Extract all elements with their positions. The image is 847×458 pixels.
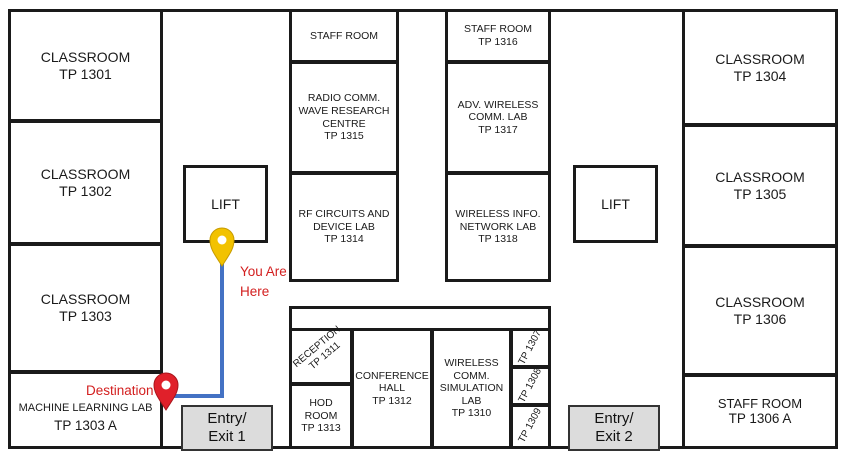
room-name: DEVICE LAB — [313, 220, 375, 233]
room-name: STAFF ROOM — [717, 395, 803, 411]
hod-room-tp1313: HOD ROOM TP 1313 — [289, 383, 353, 449]
room-tp1308 — [510, 366, 551, 406]
wireless-info-lab-tp1318: WIRELESS INFO. NETWORK LAB TP 1318 — [445, 172, 551, 282]
room-name: COMM. — [453, 369, 490, 382]
entry-exit-2: Entry/ Exit 2 — [568, 405, 660, 451]
room-number: TP 1313 — [301, 422, 341, 435]
room-name: NETWORK LAB — [459, 220, 537, 233]
room-number: TP 1314 — [324, 233, 364, 246]
staff-room-tp1316: STAFF ROOM TP 1316 — [445, 9, 551, 63]
route-path — [171, 262, 224, 398]
staff-room-tp1306a: STAFF ROOM TP 1306 A — [682, 374, 838, 449]
you-are-here-pin-icon — [209, 227, 235, 267]
room-name: CENTRE — [322, 117, 366, 130]
classroom-tp1303: CLASSROOM TP 1303 — [8, 243, 163, 373]
room-name: CLASSROOM — [40, 291, 131, 308]
classroom-tp1306: CLASSROOM TP 1306 — [682, 245, 838, 376]
room-name: ADV. WIRELESS — [457, 98, 539, 111]
machine-learning-lab-tp1303a: MACHINE LEARNING LAB TP 1303 A — [8, 371, 163, 449]
room-name: HOD — [309, 397, 333, 410]
room-number: TP 1317 — [478, 123, 518, 136]
room-number: TP 1301 — [59, 65, 112, 82]
room-name: RF CIRCUITS AND — [298, 208, 390, 221]
conference-hall-tp1312: CONFERENCE HALL TP 1312 — [351, 328, 433, 449]
room-name: HALL — [378, 382, 406, 395]
room-number: TP 1303 A — [54, 418, 117, 433]
exit-label: Entry/ — [207, 410, 247, 427]
room-number: TP 1310 — [451, 407, 492, 420]
lift-right: LIFT — [573, 165, 658, 243]
exit-name: Exit 2 — [595, 428, 633, 445]
exit-label: Entry/ — [594, 410, 634, 427]
room-name: CLASSROOM — [715, 168, 805, 185]
room-tp1309 — [510, 404, 551, 449]
destination-text: Destination — [86, 383, 154, 398]
room-number: TP 1306 A — [728, 411, 792, 427]
rf-circuits-lab-tp1314: RF CIRCUITS AND DEVICE LAB TP 1314 — [289, 172, 399, 282]
room-name: ROOM — [304, 409, 338, 422]
radio-comm-tp1315: RADIO COMM. WAVE RESEARCH CENTRE TP 1315 — [289, 61, 399, 174]
you-are-here-text: You Are — [240, 264, 287, 279]
room-number: TP 1302 — [59, 182, 112, 199]
room-number: TP 1305 — [733, 185, 787, 202]
room-name: CONFERENCE — [355, 369, 429, 382]
classroom-tp1304: CLASSROOM TP 1304 — [682, 9, 838, 126]
exit-name: Exit 1 — [208, 428, 246, 445]
room-name: LAB — [461, 394, 482, 407]
room-name: STAFF ROOM — [463, 23, 533, 36]
room-name: WAVE RESEARCH — [298, 104, 390, 117]
room-number: TP 1316 — [478, 36, 518, 48]
room-name: CLASSROOM — [40, 48, 131, 65]
destination-pin-icon — [153, 372, 179, 411]
lift-label: LIFT — [601, 196, 630, 212]
room-name: WIRELESS — [444, 357, 499, 370]
room-number: TP 1312 — [372, 394, 412, 407]
you-are-here-text: Here — [240, 283, 270, 299]
room-name: WIRELESS INFO. — [455, 208, 541, 221]
room-number: TP 1303 — [59, 308, 112, 324]
room-name: SIMULATION — [439, 382, 504, 395]
room-name: RADIO COMM. — [307, 92, 381, 105]
room-number: TP 1315 — [324, 130, 364, 143]
room-name: STAFF ROOM — [309, 29, 379, 42]
room-name: CLASSROOM — [715, 293, 805, 310]
room-name: COMM. LAB — [468, 111, 528, 124]
room-number: TP 1318 — [478, 233, 518, 246]
entry-exit-1: Entry/ Exit 1 — [181, 405, 273, 451]
lift-label: LIFT — [211, 196, 240, 212]
room-number: TP 1306 — [733, 310, 787, 327]
room-name: MACHINE LEARNING LAB — [18, 401, 153, 414]
you-are-here-label: You Are Here — [240, 262, 287, 301]
destination-label: Destination — [86, 381, 154, 401]
room-name: CLASSROOM — [40, 165, 131, 182]
room-number: TP 1304 — [733, 67, 787, 84]
room-name: CLASSROOM — [715, 50, 805, 67]
wireless-simulation-lab-tp1310: WIRELESS COMM. SIMULATION LAB TP 1310 — [431, 328, 512, 449]
